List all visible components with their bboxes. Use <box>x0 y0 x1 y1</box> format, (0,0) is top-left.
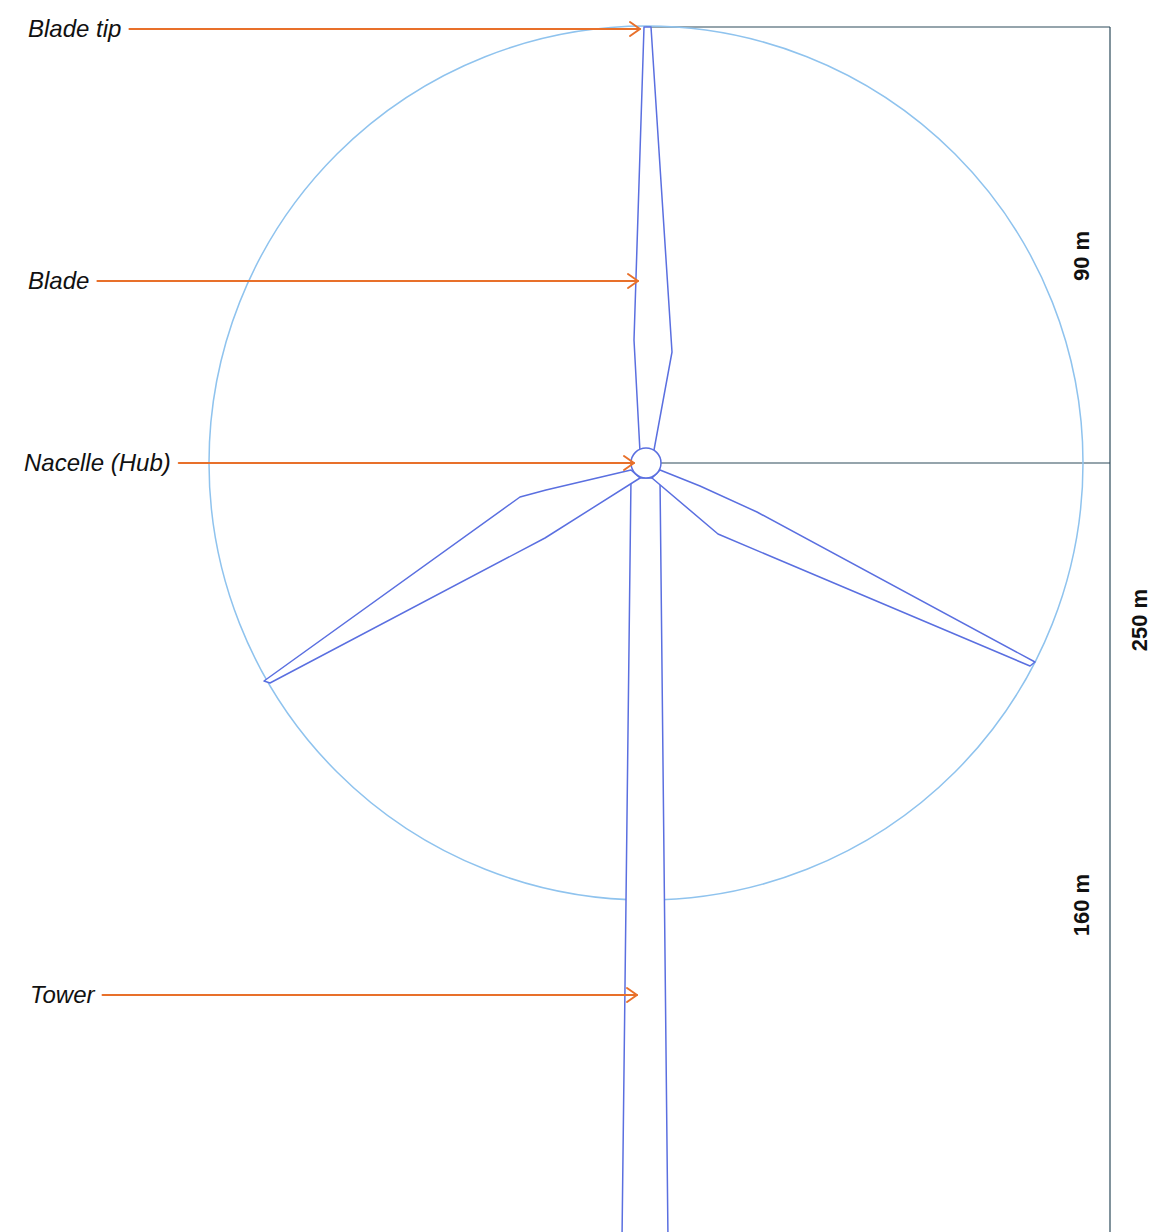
hub <box>631 448 661 478</box>
part-label: Tower <box>30 981 94 1009</box>
tower <box>622 478 668 1232</box>
dimension-label: 160 m <box>1069 871 1095 939</box>
leader-lines <box>97 22 640 1002</box>
dimension-label: 250 m <box>1127 586 1153 654</box>
turbine <box>264 27 1035 1232</box>
blade-left <box>264 470 640 683</box>
part-label: Blade <box>28 267 89 295</box>
dimension-label: 90 m <box>1069 228 1095 284</box>
part-label: Nacelle (Hub) <box>24 449 171 477</box>
blade-right <box>652 470 1035 666</box>
part-label: Blade tip <box>28 15 121 43</box>
dimension-lines <box>646 27 1110 1232</box>
blade-top <box>634 27 672 452</box>
